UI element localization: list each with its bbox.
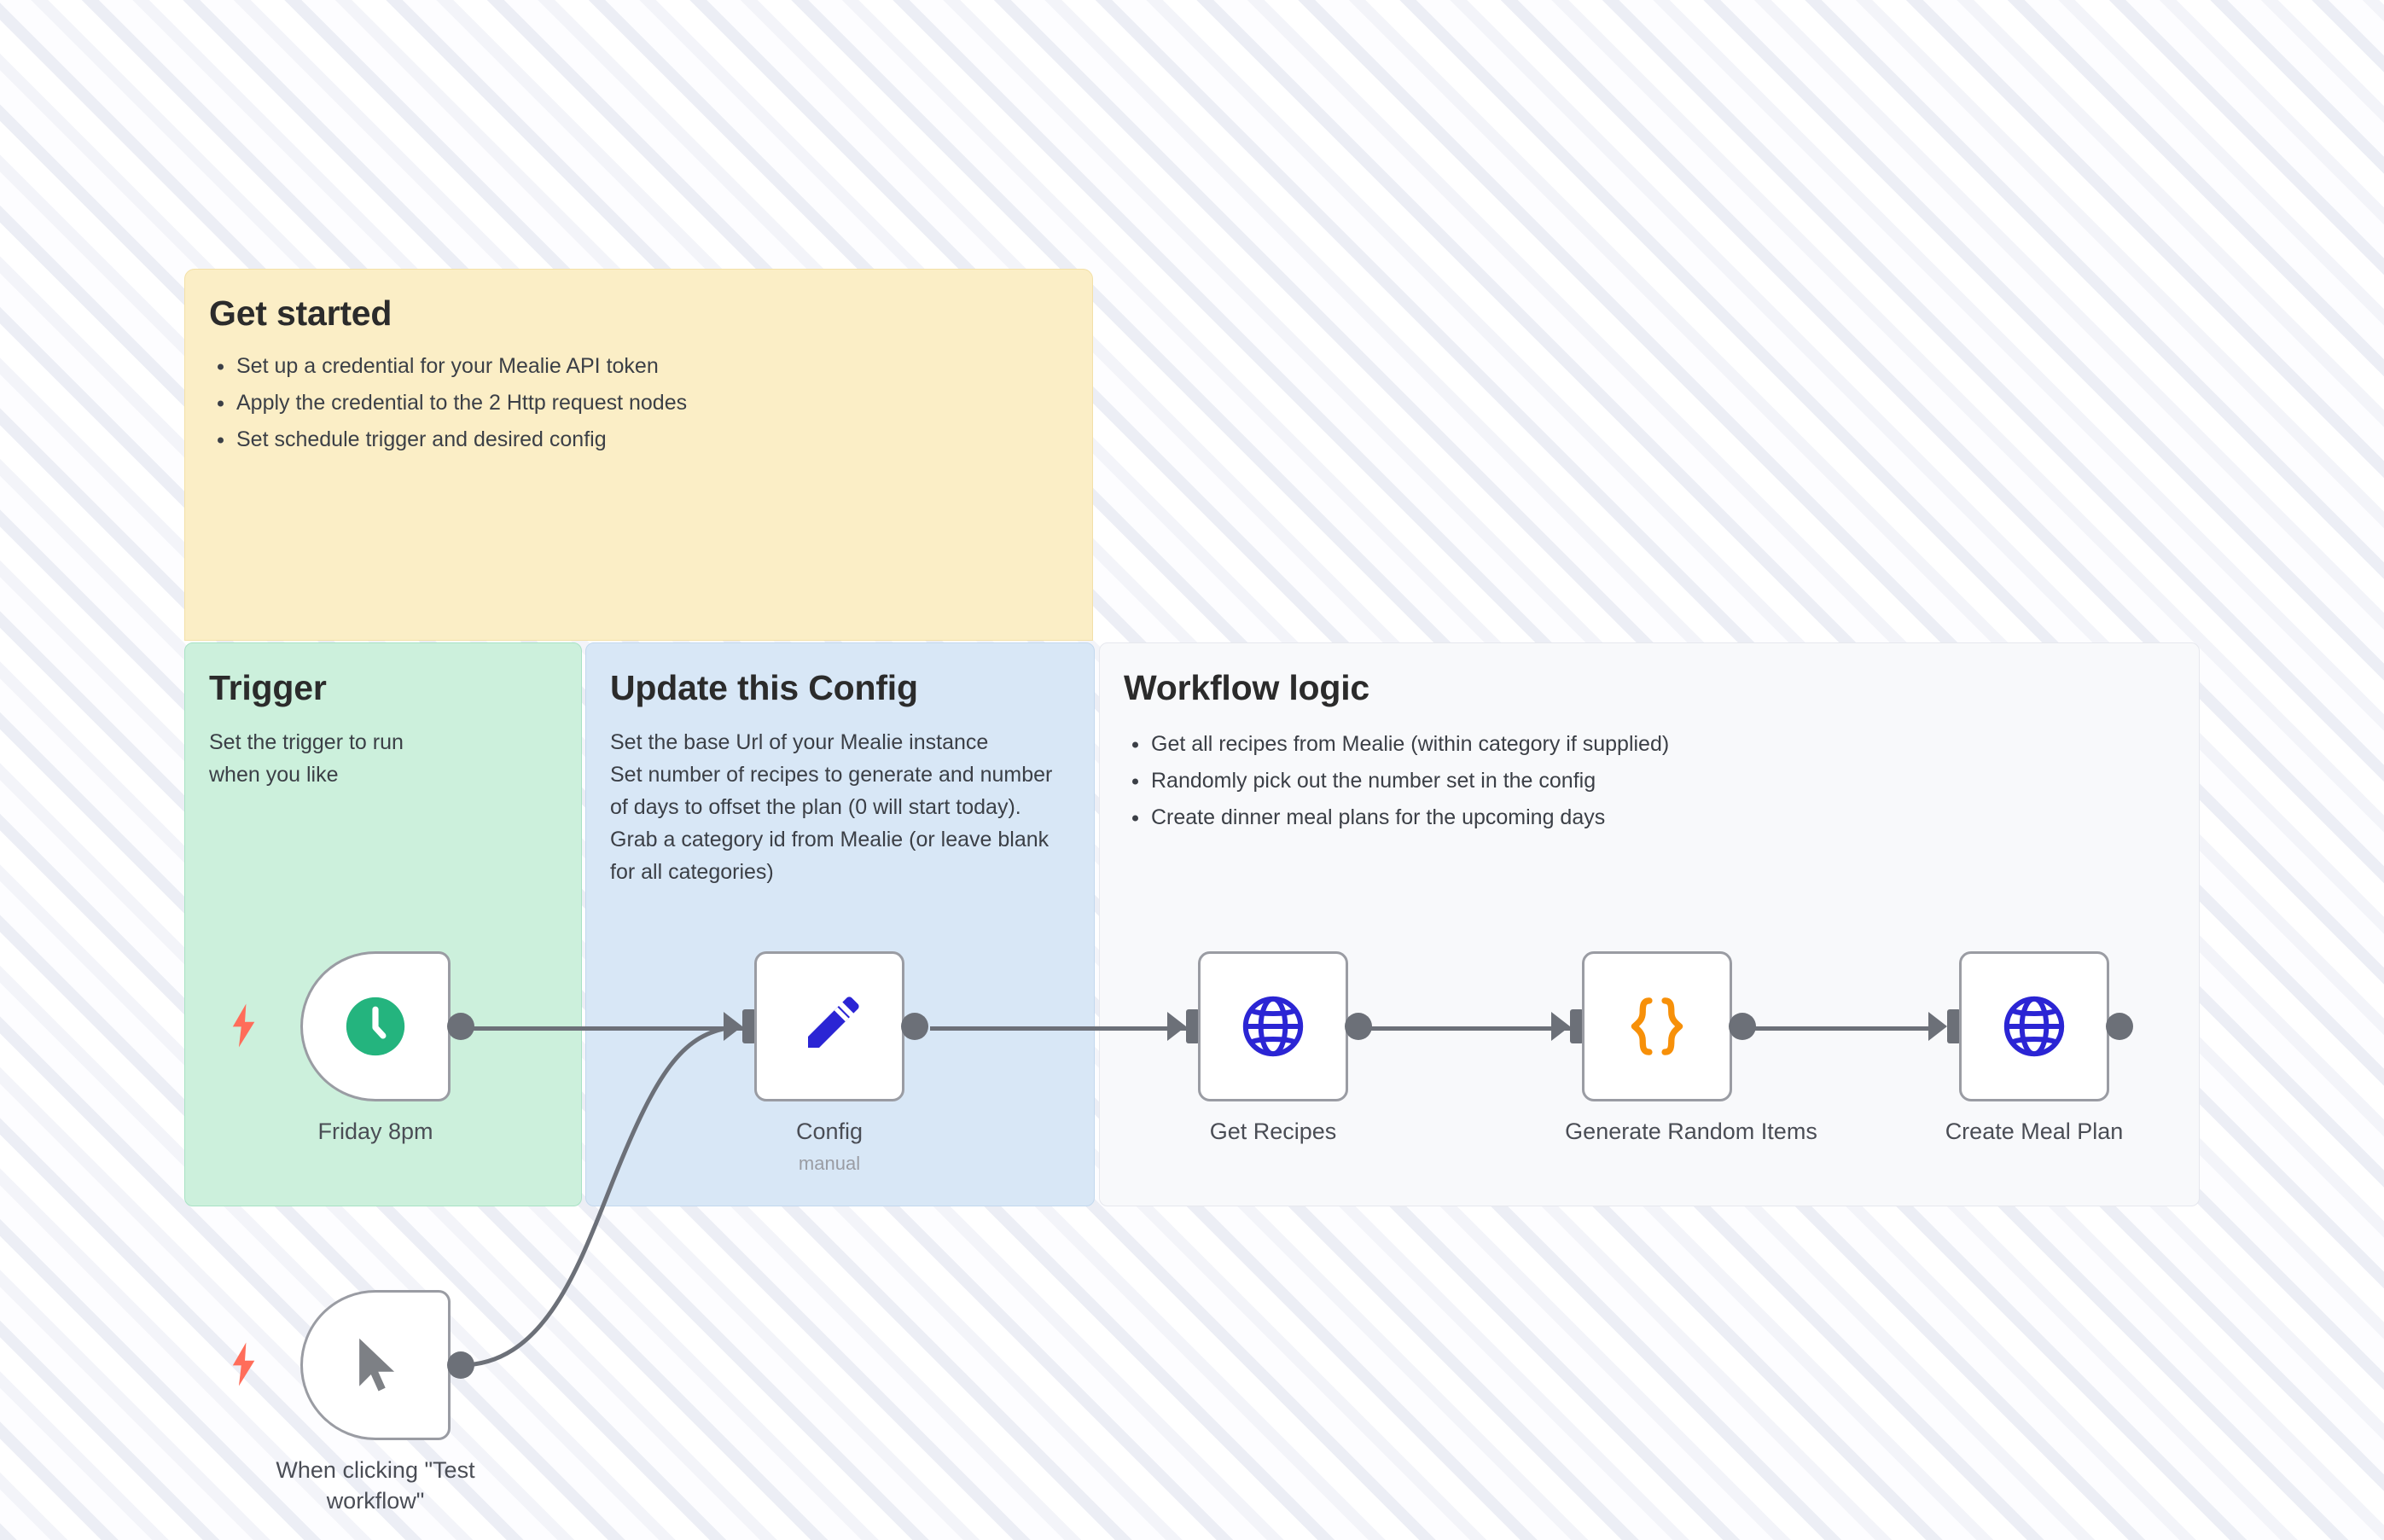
input-port-generate-random-items[interactable] xyxy=(1570,1009,1584,1043)
list-item: Set schedule trigger and desired config xyxy=(204,421,1023,458)
node-schedule-trigger[interactable] xyxy=(300,951,451,1101)
output-port-create-meal-plan[interactable] xyxy=(2106,1013,2133,1040)
input-arrow-config xyxy=(724,1012,742,1041)
globe-icon xyxy=(2003,996,2065,1057)
input-arrow-create-meal-plan xyxy=(1928,1012,1947,1041)
clock-icon xyxy=(346,997,405,1056)
connection-line-get-recipes-to-generate[interactable] xyxy=(1348,1026,1570,1031)
list-item: Apply the credential to the 2 Http reque… xyxy=(204,385,1023,421)
list-item: Randomly pick out the number set in the … xyxy=(1119,763,2100,799)
node-label-generate-random-items: Generate Random Items xyxy=(1565,1119,1817,1144)
sticky-note-title: Get started xyxy=(209,293,392,333)
sticky-note-title: Update this Config xyxy=(610,668,918,707)
node-sublabel-config: manual xyxy=(798,1153,861,1174)
globe-icon xyxy=(1242,996,1304,1057)
node-label-config: Config xyxy=(795,1119,863,1144)
trigger-bolt-icon xyxy=(230,1341,259,1387)
node-label-manual-trigger: When clicking "Test workflow" xyxy=(276,1457,475,1514)
input-port-create-meal-plan[interactable] xyxy=(1947,1009,1961,1043)
sticky-note-update-config[interactable]: Update this Config Set the base Url of y… xyxy=(585,642,1095,1206)
sticky-note-title: Workflow logic xyxy=(1124,668,1370,707)
node-config[interactable] xyxy=(754,951,904,1101)
node-label-get-recipes: Get Recipes xyxy=(1209,1119,1337,1144)
list-item: Set up a credential for your Mealie API … xyxy=(204,348,1023,385)
list-item: Get all recipes from Mealie (within cate… xyxy=(1119,726,2100,763)
output-port-manual-trigger[interactable] xyxy=(447,1351,474,1379)
code-braces-icon xyxy=(1631,997,1683,1055)
sticky-note-body: Set the base Url of your Mealie instance… xyxy=(610,730,1053,884)
trigger-bolt-icon xyxy=(230,1002,259,1049)
sticky-note-trigger[interactable]: Trigger Set the trigger to run when you … xyxy=(184,642,582,1206)
input-arrow-get-recipes xyxy=(1167,1012,1186,1041)
output-port-get-recipes[interactable] xyxy=(1345,1013,1372,1040)
node-get-recipes[interactable] xyxy=(1198,951,1348,1101)
node-create-meal-plan[interactable] xyxy=(1959,951,2109,1101)
list-item: Create dinner meal plans for the upcomin… xyxy=(1119,799,2100,836)
node-label-create-meal-plan: Create Meal Plan xyxy=(1945,1119,2124,1144)
input-port-config[interactable] xyxy=(742,1009,756,1043)
node-manual-trigger[interactable] xyxy=(300,1290,451,1440)
node-label-schedule-trigger: Friday 8pm xyxy=(317,1119,433,1144)
sticky-note-get-started[interactable]: Get started Set up a credential for your… xyxy=(184,269,1093,641)
connection-line-generate-to-create-meal-plan[interactable] xyxy=(1722,1026,1935,1031)
sticky-note-workflow-logic[interactable]: Workflow logic Get all recipes from Meal… xyxy=(1099,642,2200,1206)
output-port-generate-random-items[interactable] xyxy=(1729,1013,1756,1040)
sticky-note-body: Set the trigger to run when you like xyxy=(209,730,404,787)
node-generate-random-items[interactable] xyxy=(1582,951,1732,1101)
connection-line-config-to-get-recipes[interactable] xyxy=(930,1026,1186,1031)
cursor-pointer-icon xyxy=(359,1338,395,1392)
sticky-note-list: Set up a credential for your Mealie API … xyxy=(204,348,1023,458)
sticky-note-title: Trigger xyxy=(209,668,327,707)
output-port-config[interactable] xyxy=(901,1013,928,1040)
input-port-get-recipes[interactable] xyxy=(1186,1009,1200,1043)
connection-line-trigger-to-config[interactable] xyxy=(461,1026,742,1031)
output-port-schedule-trigger[interactable] xyxy=(447,1013,474,1040)
sticky-note-list: Get all recipes from Mealie (within cate… xyxy=(1119,726,2100,836)
input-arrow-generate-random-items xyxy=(1551,1012,1570,1041)
pencil-icon xyxy=(808,997,859,1048)
